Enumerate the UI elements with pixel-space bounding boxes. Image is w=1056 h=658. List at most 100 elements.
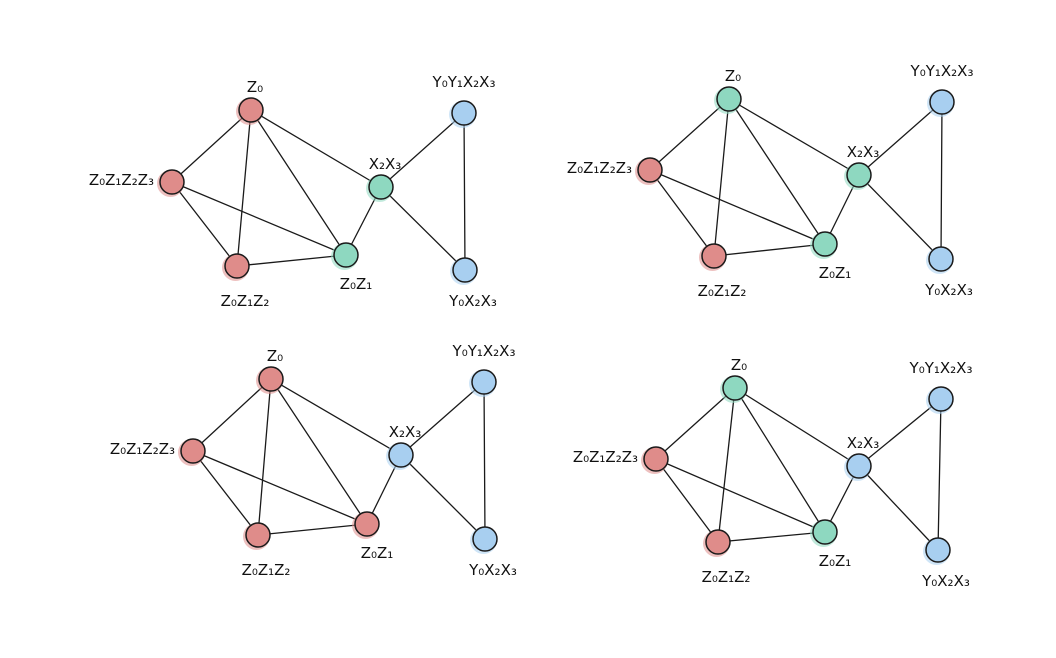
node-circle bbox=[722, 375, 748, 401]
node-y0x2x3: Y₀X₂X₃ bbox=[468, 526, 517, 579]
node-label-x2x3: X₂X₃ bbox=[847, 434, 880, 452]
node-label-x2x3: X₂X₃ bbox=[389, 423, 422, 441]
edge-z0-z0z1 bbox=[250, 109, 347, 256]
edge-x2x3-y0x2x3 bbox=[380, 186, 466, 271]
edge-z0-x2x3 bbox=[270, 378, 402, 456]
node-circle bbox=[224, 253, 250, 279]
edge-y0y1x2x3-y0x2x3 bbox=[940, 101, 943, 260]
node-circle bbox=[388, 442, 414, 468]
edge-z0-x2x3 bbox=[728, 98, 860, 176]
node-label-y0x2x3: Y₀X₂X₃ bbox=[924, 281, 973, 299]
node-label-x2x3: X₂X₃ bbox=[369, 155, 402, 173]
edge-z0z1z2z3-z0z1z2 bbox=[655, 458, 719, 543]
node-circle bbox=[925, 537, 951, 563]
node-label-y0y1x2x3: Y₀Y₁X₂X₃ bbox=[910, 62, 974, 80]
node-label-z0z1z2z3: Z₀Z₁Z₂Z₃ bbox=[567, 159, 632, 177]
node-label-z0z1z2z3: Z₀Z₁Z₂Z₃ bbox=[110, 440, 175, 458]
node-circle bbox=[812, 519, 838, 545]
edge-z0z1z2-z0z1 bbox=[717, 531, 826, 543]
node-circle bbox=[451, 100, 477, 126]
edge-x2x3-y0x2x3 bbox=[858, 465, 939, 551]
node-label-z0z1z2: Z₀Z₁Z₂ bbox=[221, 292, 270, 310]
edge-z0-z0z1z2z3 bbox=[655, 387, 736, 460]
node-y0y1x2x3: Y₀Y₁X₂X₃ bbox=[909, 359, 973, 414]
edge-z0-z0z1z2 bbox=[236, 109, 252, 267]
edge-x2x3-y0x2x3 bbox=[858, 174, 942, 260]
node-z0z1: Z₀Z₁ bbox=[810, 231, 851, 282]
node-x2x3: X₂X₃ bbox=[844, 434, 879, 481]
edge-z0-x2x3 bbox=[250, 109, 382, 188]
node-label-z0z1: Z₀Z₁ bbox=[361, 544, 394, 562]
node-circle bbox=[238, 97, 264, 123]
node-circle bbox=[716, 86, 742, 112]
node-z0z1z2z3: Z₀Z₁Z₂Z₃ bbox=[110, 438, 206, 466]
node-label-z0z1: Z₀Z₁ bbox=[819, 552, 852, 570]
node-circle bbox=[159, 169, 185, 195]
node-circle bbox=[245, 522, 271, 548]
node-y0x2x3: Y₀X₂X₃ bbox=[924, 246, 973, 299]
node-y0x2x3: Y₀X₂X₃ bbox=[921, 537, 970, 590]
node-z0z1z2: Z₀Z₁Z₂ bbox=[702, 529, 750, 586]
node-circle bbox=[705, 529, 731, 555]
edge-z0-z0z1z2z3 bbox=[171, 109, 252, 183]
edge-z0z1z2z3-z0z1 bbox=[655, 458, 826, 533]
node-label-z0z1z2: Z₀Z₁Z₂ bbox=[242, 561, 291, 579]
node-circle bbox=[928, 246, 954, 272]
node-label-z0z1: Z₀Z₁ bbox=[340, 275, 373, 293]
node-label-z0: Z₀ bbox=[267, 347, 283, 365]
node-z0: Z₀ bbox=[256, 347, 284, 394]
edge-x2x3-y0y1x2x3 bbox=[400, 381, 485, 456]
node-z0z1z2: Z₀Z₁Z₂ bbox=[242, 522, 291, 579]
node-z0: Z₀ bbox=[720, 356, 748, 403]
edge-x2x3-y0y1x2x3 bbox=[858, 101, 943, 176]
node-y0y1x2x3: Y₀Y₁X₂X₃ bbox=[910, 62, 974, 117]
edge-z0z1z2-z0z1 bbox=[257, 523, 368, 536]
node-circle bbox=[258, 366, 284, 392]
node-z0z1: Z₀Z₁ bbox=[810, 519, 852, 570]
edge-z0-z0z1 bbox=[734, 387, 826, 533]
node-circle bbox=[928, 386, 954, 412]
node-z0z1z2z3: Z₀Z₁Z₂Z₃ bbox=[573, 446, 669, 474]
node-circle bbox=[471, 369, 497, 395]
node-label-y0y1x2x3: Y₀Y₁X₂X₃ bbox=[909, 359, 973, 377]
edge-z0-z0z1 bbox=[270, 378, 368, 525]
edge-z0z1z2z3-z0z1 bbox=[649, 169, 826, 245]
panel-top-right: Z₀ Z₀Z₁Z₂Z₃ Z₀Z₁Z₂ Z₀Z₁ X₂X₃ Y₀Y₁X₂X₃ Y₀X₂X₃ bbox=[567, 62, 974, 300]
node-label-z0z1z2: Z₀Z₁Z₂ bbox=[698, 282, 747, 300]
node-label-y0x2x3: Y₀X₂X₃ bbox=[448, 292, 497, 310]
node-z0z1z2z3: Z₀Z₁Z₂Z₃ bbox=[89, 169, 185, 197]
node-circle bbox=[701, 243, 727, 269]
node-z0z1z2: Z₀Z₁Z₂ bbox=[698, 243, 747, 300]
node-circle bbox=[637, 157, 663, 183]
node-label-z0: Z₀ bbox=[731, 356, 747, 374]
panel-bottom-left: Z₀ Z₀Z₁Z₂Z₃ Z₀Z₁Z₂ Z₀Z₁ X₂X₃ Y₀Y₁X₂X₃ Y₀X₂X₃ bbox=[110, 342, 517, 579]
node-circle bbox=[812, 231, 838, 257]
node-z0z1z2z3: Z₀Z₁Z₂Z₃ bbox=[567, 157, 663, 185]
node-label-y0y1x2x3: Y₀Y₁X₂X₃ bbox=[432, 73, 496, 91]
node-circle bbox=[472, 526, 498, 552]
edge-y0y1x2x3-y0x2x3 bbox=[937, 398, 942, 551]
node-circle bbox=[452, 257, 478, 283]
edge-z0z1z2z3-z0z1 bbox=[171, 181, 347, 256]
node-circle bbox=[368, 174, 394, 200]
edge-z0-z0z1 bbox=[728, 98, 826, 245]
node-label-y0y1x2x3: Y₀Y₁X₂X₃ bbox=[452, 342, 516, 360]
edge-x2x3-y0y1x2x3 bbox=[858, 398, 942, 467]
node-circle bbox=[333, 242, 359, 268]
node-z0: Z₀ bbox=[714, 67, 742, 114]
node-label-z0z1z2z3: Z₀Z₁Z₂Z₃ bbox=[89, 171, 154, 189]
node-y0y1x2x3: Y₀Y₁X₂X₃ bbox=[432, 73, 496, 128]
edge-y0y1x2x3-y0x2x3 bbox=[483, 381, 486, 540]
node-label-x2x3: X₂X₃ bbox=[847, 143, 880, 161]
node-label-y0x2x3: Y₀X₂X₃ bbox=[468, 561, 517, 579]
edge-z0-z0z1z2z3 bbox=[192, 378, 272, 452]
node-circle bbox=[354, 511, 380, 537]
node-circle bbox=[846, 162, 872, 188]
node-circle bbox=[929, 89, 955, 115]
edge-z0z1z2-z0z1 bbox=[713, 243, 826, 257]
edge-z0z1z2z3-z0z1z2 bbox=[192, 450, 259, 536]
node-label-y0x2x3: Y₀X₂X₃ bbox=[921, 572, 970, 590]
node-circle bbox=[180, 438, 206, 464]
edge-x2x3-y0y1x2x3 bbox=[380, 112, 465, 188]
